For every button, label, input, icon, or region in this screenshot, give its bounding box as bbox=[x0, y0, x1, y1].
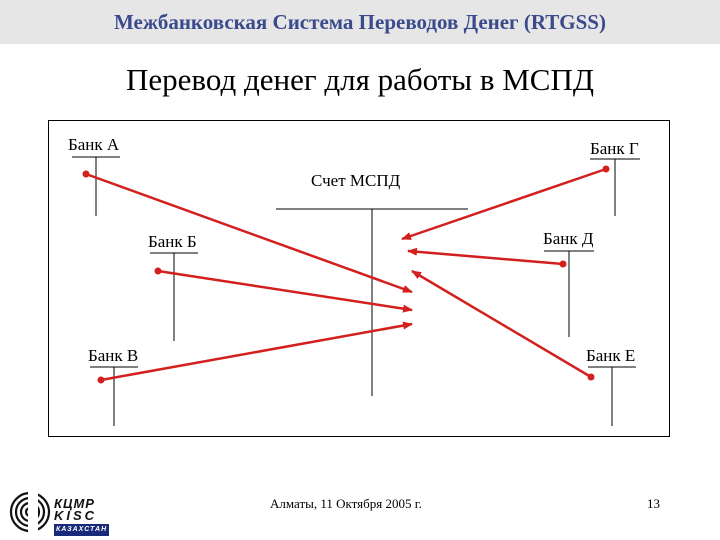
page-number: 13 bbox=[647, 496, 660, 511]
label-msp-account: Счет МСПД bbox=[311, 171, 401, 190]
footer-date: Алматы, 11 Октября 2005 г. bbox=[270, 496, 422, 511]
label-bank-e: Банк Е bbox=[586, 346, 636, 365]
arrow-bank-e-to-msp bbox=[411, 269, 592, 379]
arrow-bank-e-origin bbox=[587, 373, 595, 381]
arrow-bank-v-origin bbox=[97, 376, 105, 384]
logo-line-country: КАЗАХСТАН bbox=[54, 524, 110, 536]
label-bank-d: Банк Д bbox=[543, 229, 594, 248]
arrow-bank-d-to-msp bbox=[407, 247, 564, 266]
label-bank-v: Банк В bbox=[88, 346, 139, 365]
arrow-bank-a-to-msp bbox=[85, 172, 413, 294]
label-bank-b: Банк Б bbox=[148, 232, 197, 251]
kisc-logo bbox=[9, 490, 51, 534]
t-account-bank-a bbox=[72, 156, 120, 216]
t-account-bank-e bbox=[588, 366, 636, 426]
header-bar: Межбанковская Система Переводов Денег (R… bbox=[0, 0, 720, 44]
arrow-bank-v-to-msp bbox=[100, 321, 413, 382]
diagram-frame bbox=[48, 120, 670, 437]
logo-line-kcmr: КЦМР bbox=[54, 496, 95, 511]
arrow-bank-d-origin bbox=[559, 260, 567, 268]
arrow-bank-b-to-msp bbox=[157, 269, 413, 313]
arrow-bank-b-origin bbox=[154, 267, 162, 275]
logo-text: КЦМР KISC КАЗАХСТАН bbox=[54, 496, 110, 536]
arrow-bank-g-origin bbox=[602, 165, 610, 173]
arrow-bank-a-origin bbox=[82, 170, 90, 178]
slide-title: Перевод денег для работы в МСПД bbox=[126, 62, 594, 97]
t-account-msp bbox=[276, 208, 468, 396]
t-account-bank-b bbox=[150, 252, 198, 341]
logo-line-kisc: KISC bbox=[54, 508, 98, 523]
label-bank-g: Банк Г bbox=[590, 139, 639, 158]
arrow-bank-g-to-msp bbox=[401, 167, 607, 241]
header-title: Межбанковская Система Переводов Денег (R… bbox=[114, 9, 606, 34]
label-bank-a: Банк А bbox=[68, 135, 120, 154]
t-account-bank-d bbox=[544, 250, 594, 337]
t-account-bank-g bbox=[590, 158, 640, 216]
